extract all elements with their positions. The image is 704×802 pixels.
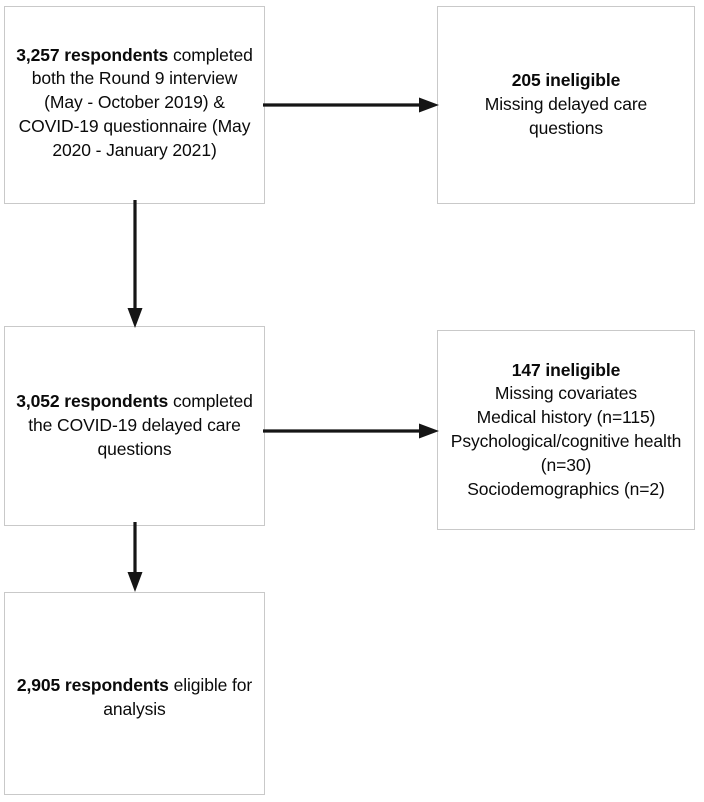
node-excl-2-reason-1: Psychological/cognitive health (n=30) [450, 431, 682, 475]
node-excl-2-count: 147 ineligible [511, 359, 621, 380]
node-analytic-sample: 2,905 respondents eligible for analysis [4, 592, 265, 795]
node-completed-body: completed the COVID-19 delayed care ques… [28, 391, 253, 459]
node-completed-text: 3,052 respondents completed the COVID-19… [13, 390, 256, 461]
node-excl-1-count: 205 ineligible [511, 70, 621, 91]
node-analysis-count: 2,905 respondents [16, 674, 169, 695]
connector-completed-to-analysis [126, 522, 144, 594]
down-arrow-icon [127, 522, 143, 592]
node-analysis-text: 2,905 respondents eligible for analysis [13, 674, 256, 722]
node-excl-2-reason-2: Sociodemographics (n=2) [467, 478, 665, 499]
node-enrolled-text: 3,257 respondents completed both the Rou… [13, 44, 256, 163]
right-arrow-icon [263, 97, 439, 113]
node-enrolled-body: completed both the Round 9 interview (Ma… [18, 44, 253, 160]
node-enrolled-cohort: 3,257 respondents completed both the Rou… [4, 6, 265, 204]
node-analysis-body: eligible for analysis [103, 674, 253, 719]
node-excl-2-reason-header: Missing covariates [494, 383, 638, 404]
node-excl-1-reason: Missing delayed care questions [484, 94, 648, 138]
node-completed-count: 3,052 respondents [16, 391, 169, 412]
connector-completed-to-excluded-2 [263, 422, 441, 440]
down-arrow-icon [127, 200, 143, 328]
connector-enrolled-to-completed [126, 200, 144, 330]
connector-enrolled-to-excluded-1 [263, 96, 441, 114]
right-arrow-icon [263, 423, 439, 439]
node-completed-cohort: 3,052 respondents completed the COVID-19… [4, 326, 265, 526]
node-enrolled-count: 3,257 respondents [16, 44, 169, 65]
node-excl-2-reason-0: Medical history (n=115) [476, 407, 656, 428]
